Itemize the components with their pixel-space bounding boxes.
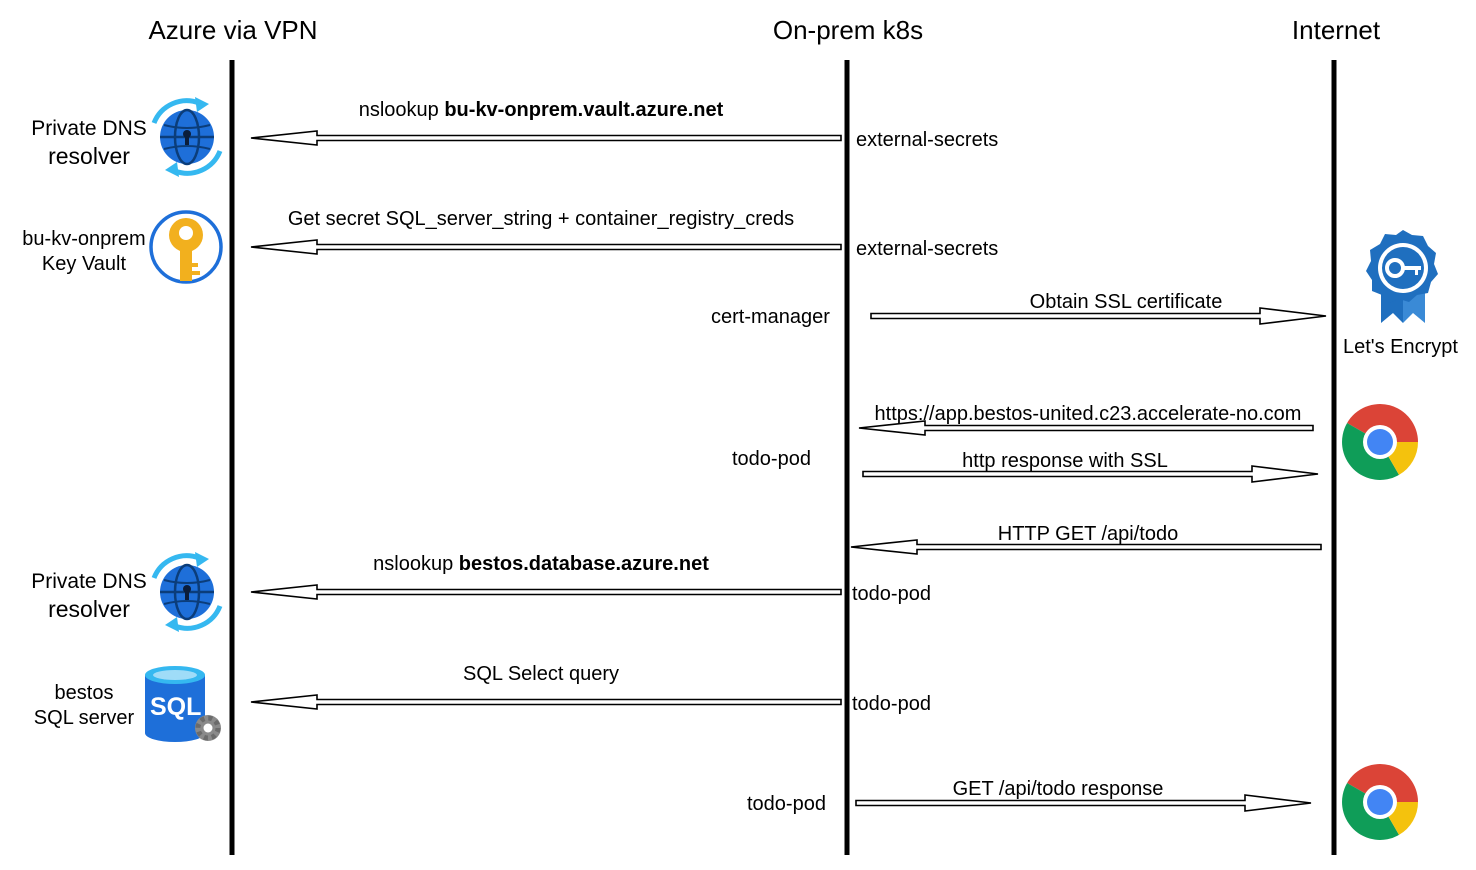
component-label: todo-pod — [747, 793, 826, 815]
message-label: nslookup bestos.database.azure.net — [373, 553, 709, 575]
message-label: Obtain SSL certificate — [1029, 291, 1223, 313]
arrow-obtain-ssl — [870, 307, 1327, 325]
dns-globe-icon — [151, 97, 223, 177]
arrow-sql-select — [250, 694, 842, 710]
dns-globe-icon — [151, 552, 223, 632]
svg-text:SQL: SQL — [150, 693, 201, 721]
message-label: HTTP GET /api/todo — [997, 523, 1179, 545]
sql-database-icon: SQL — [145, 666, 221, 742]
arrow-nslookup-keyvault — [250, 130, 842, 146]
chrome-icon — [1342, 764, 1418, 840]
component-label: todo-pod — [732, 448, 811, 470]
arrow-get-secret — [250, 239, 842, 255]
arrow-get-response — [855, 794, 1312, 812]
component-label: cert-manager — [711, 306, 830, 328]
message-label: GET /api/todo response — [952, 778, 1164, 800]
component-label: external-secrets — [856, 238, 999, 260]
actor-letsencrypt-label: Let's Encrypt — [1343, 336, 1458, 358]
message-label: https://app.bestos-united.c23.accelerate… — [874, 403, 1302, 425]
arrow-http-response — [862, 465, 1319, 483]
message-label: Get secret SQL_server_string + container… — [287, 208, 795, 230]
lane-header-azure: Azure via VPN — [148, 15, 318, 45]
message-label: http response with SSL — [962, 450, 1168, 472]
arrow-http-get — [850, 539, 1322, 555]
arrow-nslookup-database — [250, 584, 842, 600]
component-label: todo-pod — [852, 693, 931, 715]
component-label: external-secrets — [856, 129, 999, 151]
arrow-https-request — [858, 420, 1314, 436]
message-label: SQL Select query — [462, 663, 620, 685]
message-label: nslookup bu-kv-onprem.vault.azure.net — [358, 99, 724, 121]
certificate-badge-icon — [1366, 230, 1438, 323]
lane-header-internet: Internet — [1291, 15, 1381, 45]
lane-header-onprem: On-prem k8s — [772, 15, 924, 45]
key-vault-icon — [149, 210, 223, 284]
chrome-icon — [1342, 404, 1418, 480]
component-label: todo-pod — [852, 583, 931, 605]
